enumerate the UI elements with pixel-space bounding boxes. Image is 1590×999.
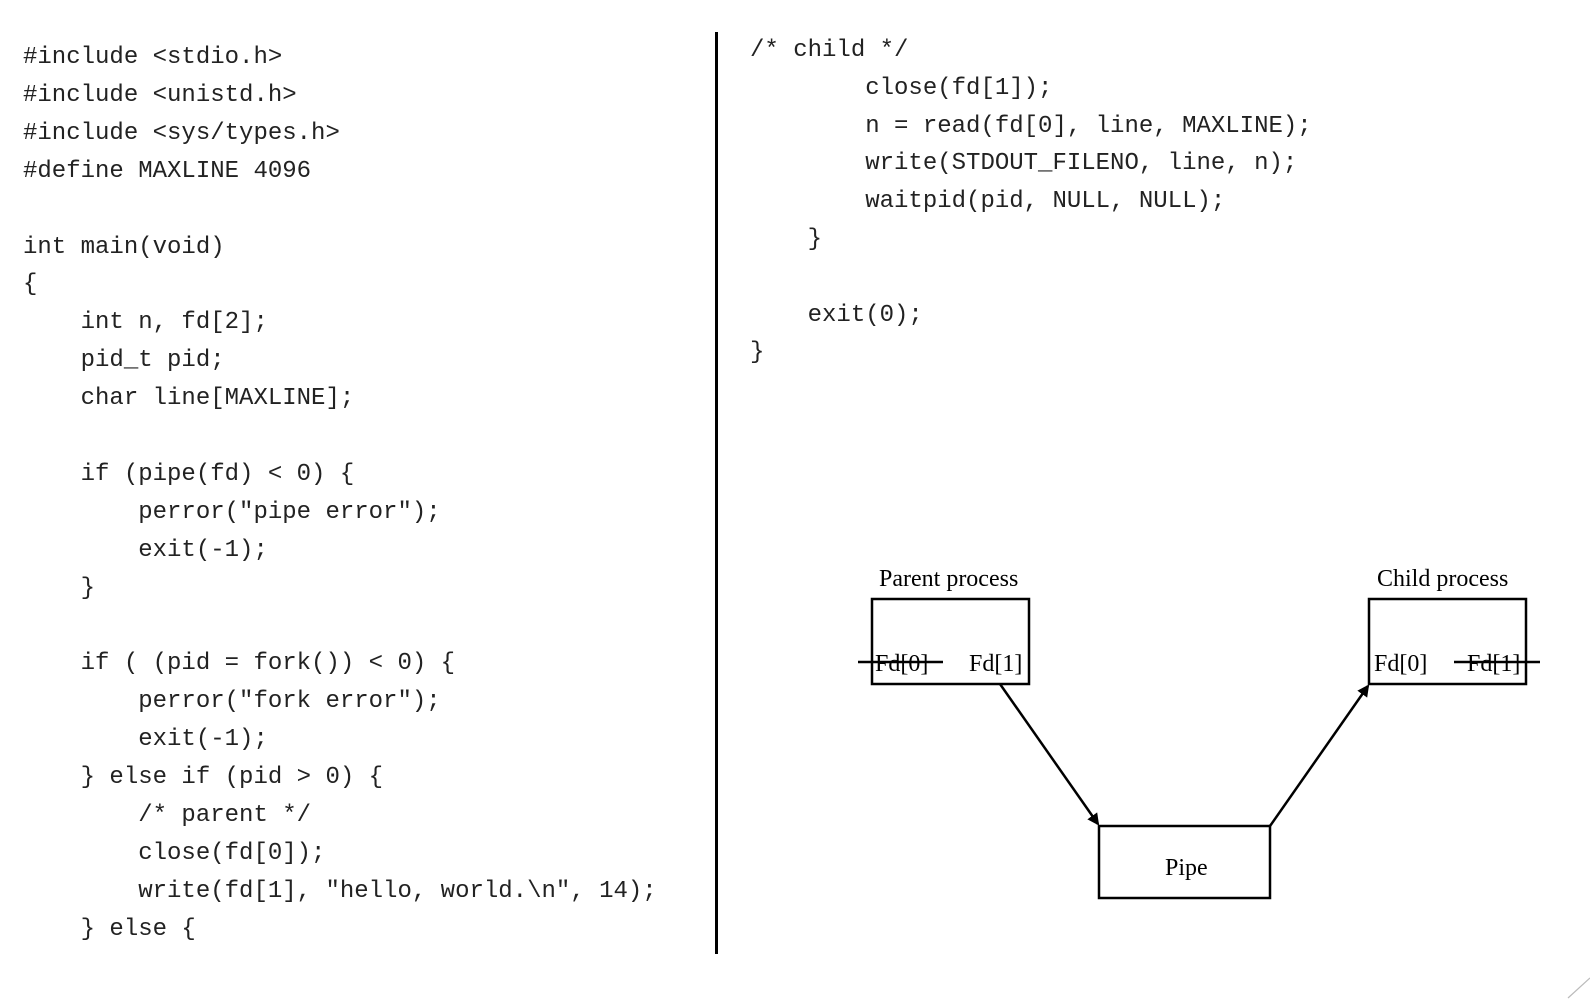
code-line: { — [23, 271, 38, 299]
child-process-box — [1367, 597, 1528, 686]
code-line: waitpid(pid, NULL, NULL); — [750, 188, 1226, 216]
code-line: /* child */ — [750, 37, 909, 64]
child-process-title: Child process — [1377, 566, 1508, 592]
pipe-diagram: Parent process Fd[0] Fd[1] Child process… — [858, 566, 1540, 900]
code-line: perror("pipe error"); — [23, 498, 441, 526]
pipe-label: Pipe — [1165, 855, 1208, 881]
code-line: } — [750, 226, 823, 253]
code-line: #define MAXLINE 4096 — [23, 157, 312, 185]
code-line: int main(void) — [23, 233, 225, 261]
child-fd0-label: Fd[0] — [1374, 651, 1427, 677]
parent-fd1-label: Fd[1] — [969, 651, 1022, 677]
code-line: #include <unistd.h> — [23, 81, 297, 109]
column-divider — [715, 32, 718, 954]
code-line: #include <stdio.h> — [23, 44, 283, 71]
code-line: exit(0); — [750, 301, 923, 329]
code-line: perror("fork error"); — [23, 688, 441, 716]
code-line: n = read(fd[0], line, MAXLINE); — [750, 112, 1312, 140]
code-line: #include <sys/types.h> — [23, 119, 340, 147]
code-line: } else if (pid > 0) { — [23, 764, 384, 792]
page-curl-mark — [1567, 977, 1590, 999]
code-line: pid_t pid; — [23, 347, 225, 375]
code-line: /* parent */ — [23, 802, 312, 829]
parent-process-box — [870, 597, 1031, 686]
parent-process-title: Parent process — [879, 566, 1018, 592]
pipe-to-child-arrow — [1268, 684, 1370, 827]
pipe-box — [1097, 824, 1272, 900]
parent-fd0-label: Fd[0] — [875, 651, 928, 677]
code-line: } else { — [23, 915, 196, 943]
code-line: char line[MAXLINE]; — [23, 385, 355, 413]
code-line: close(fd[1]); — [750, 74, 1053, 102]
code-line: } — [750, 339, 765, 367]
code-line: } — [23, 574, 96, 602]
child-fd1-label: Fd[1] — [1467, 651, 1520, 677]
code-line: if (pipe(fd) < 0) { — [23, 460, 355, 488]
code-line: exit(-1); — [23, 536, 268, 564]
code-line: close(fd[0]); — [23, 839, 326, 867]
code-line: exit(-1); — [23, 726, 268, 754]
code-line: write(STDOUT_FILENO, line, n); — [750, 150, 1298, 178]
code-line: int n, fd[2]; — [23, 309, 268, 337]
code-line: if ( (pid = fork()) < 0) { — [23, 650, 456, 678]
code-line: write(fd[1], "hello, world.\n", 14); — [23, 877, 657, 905]
parent-to-pipe-arrow — [998, 683, 1100, 826]
